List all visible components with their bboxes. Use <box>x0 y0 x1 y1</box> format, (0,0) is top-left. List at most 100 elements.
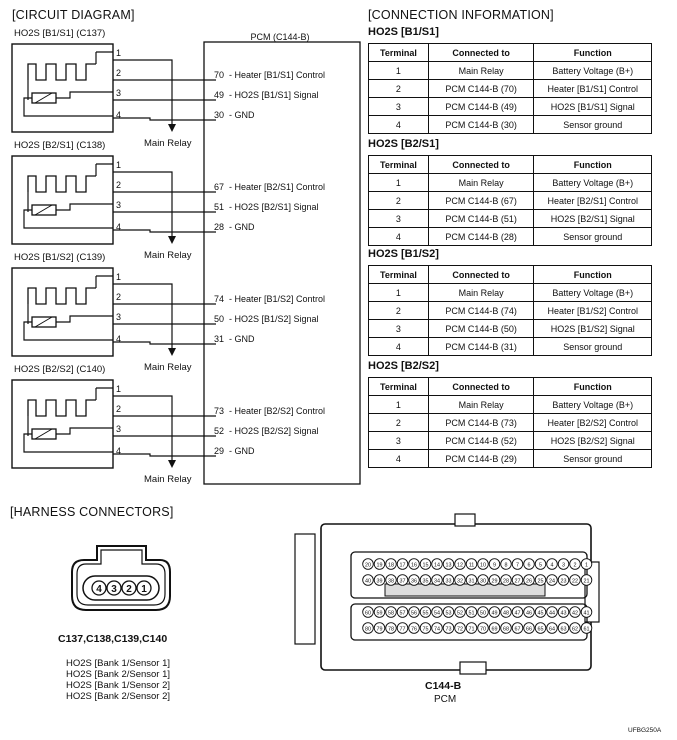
pcm-pin-label: 71 <box>469 627 475 633</box>
table-cell: 1 <box>368 173 429 192</box>
pcm-pin-circle <box>488 558 501 570</box>
pcm-pin-label: 21 <box>584 579 590 585</box>
pcm-pin-label: 79 <box>377 627 383 633</box>
sensor-box <box>11 43 114 133</box>
table-cell: Sensor ground <box>533 227 652 246</box>
pcm-pin-label: 59 <box>377 611 383 617</box>
note-2: HO2S [Bank 2/Sensor 1] <box>66 669 171 680</box>
pcm-pin-circle <box>373 574 386 586</box>
pcm-pin-circle <box>534 574 547 586</box>
pcm-pin-label: 69 <box>492 627 498 633</box>
pcm-pin-circle <box>408 558 420 570</box>
main-relay-label: Main Relay <box>144 138 192 149</box>
table-cell: Main Relay <box>427 173 535 192</box>
table-cell: HO2S [B1/S1] Signal <box>533 97 652 116</box>
pcm-pin-circle <box>500 622 512 634</box>
main-relay-wire <box>113 171 173 240</box>
pcm-pin-circle <box>569 558 581 570</box>
pcm-pin-label: 39 <box>377 579 383 585</box>
pcm-pin-label: 77 <box>400 627 406 633</box>
pcm-pin-circle <box>373 606 386 618</box>
pcm-pin-circle <box>580 606 593 618</box>
table-cell: Main Relay <box>427 395 535 414</box>
table-cell: 3 <box>368 319 429 338</box>
arrow-icon <box>168 124 176 132</box>
pcm-pin-label: 63 <box>561 627 567 633</box>
pcm-pin-circle <box>534 622 547 634</box>
table-cell: PCM C144-B (67) <box>427 191 535 210</box>
table-cell: Main Relay <box>427 61 535 80</box>
pcm-pin-label: 28 <box>503 579 509 585</box>
pcm-pin-label: 64 <box>549 627 555 633</box>
ground-wire <box>113 341 216 345</box>
pin-number: 3 <box>116 312 121 322</box>
column-header: Connected to <box>427 43 535 62</box>
circuit-diagram: PCM (C144-B)HO2S [B1/S1] (C137)Main Rela… <box>11 28 361 485</box>
table-cell: PCM C144-B (31) <box>427 337 535 356</box>
pcm-pin-circle <box>442 574 455 586</box>
pcm-pin-label: 6 <box>528 563 531 569</box>
main-relay-wire <box>113 59 173 128</box>
pin-label: 3 <box>111 584 117 595</box>
pcm-pin-circle <box>362 622 374 634</box>
table-cell: HO2S [B1/S2] Signal <box>533 319 652 338</box>
pcm-pin-label: 61 <box>584 627 590 633</box>
pcm-pin-circle <box>569 574 581 586</box>
pcm-pin-label: 35 <box>423 579 429 585</box>
pcm-pin-circle <box>500 574 512 586</box>
pin-number: 2 <box>116 292 121 302</box>
pcm-pin-circle <box>431 574 443 586</box>
pcm-pin-label: - Heater [B2/S1] Control <box>229 182 325 192</box>
pcm-pin-label: - GND <box>229 110 255 120</box>
pcm-pin-circle <box>442 622 455 634</box>
center-rib <box>384 583 546 597</box>
column-header: Function <box>533 43 652 62</box>
pcm-pin-label: 23 <box>561 579 567 585</box>
pcm-pin-label: 27 <box>515 579 521 585</box>
pcm-pin-circle <box>580 558 593 570</box>
sensor-box <box>11 155 114 245</box>
table-cell: 1 <box>368 283 429 302</box>
column-header: Function <box>533 155 652 174</box>
connection-info-title: [CONNECTION INFORMATION] <box>368 8 554 22</box>
pin-number: 1 <box>116 160 121 170</box>
pcm-pin-label: 1 <box>585 563 588 569</box>
table-title: HO2S [B2/S1] <box>368 138 439 150</box>
pin-number: 1 <box>116 48 121 58</box>
pcm-pin-circle <box>523 622 535 634</box>
pcm-pin-label: 40 <box>365 579 371 585</box>
pcm-pin-circle <box>385 606 397 618</box>
pcm-pin-circle <box>362 558 374 570</box>
pin-circle <box>136 580 152 596</box>
pcm-pin-label: 8 <box>505 563 508 569</box>
pcm-pin-number: 50 <box>214 314 224 324</box>
pcm-pin-circle <box>419 558 432 570</box>
pcm-pin-circle <box>419 574 432 586</box>
pcm-pin-circle <box>580 574 593 586</box>
pin-number: 1 <box>116 272 121 282</box>
pcm-pin-circle <box>442 606 455 618</box>
pcm-pin-circle <box>477 606 489 618</box>
table-cell: PCM C144-B (28) <box>427 227 535 246</box>
pcm-pin-circle <box>454 574 466 586</box>
connector-body <box>320 523 592 671</box>
pcm-pin-circle <box>557 574 570 586</box>
pcm-pin-circle <box>431 622 443 634</box>
pcm-pin-label: 54 <box>434 611 440 617</box>
table-cell: 2 <box>368 413 429 432</box>
pcm-pin-label: 46 <box>526 611 532 617</box>
pcm-pin-circle <box>465 558 478 570</box>
pcm-pin-circle <box>373 558 386 570</box>
pcm-pin-circle <box>454 558 466 570</box>
table-cell: PCM C144-B (30) <box>427 115 535 134</box>
pcm-pin-label: 31 <box>469 579 475 585</box>
